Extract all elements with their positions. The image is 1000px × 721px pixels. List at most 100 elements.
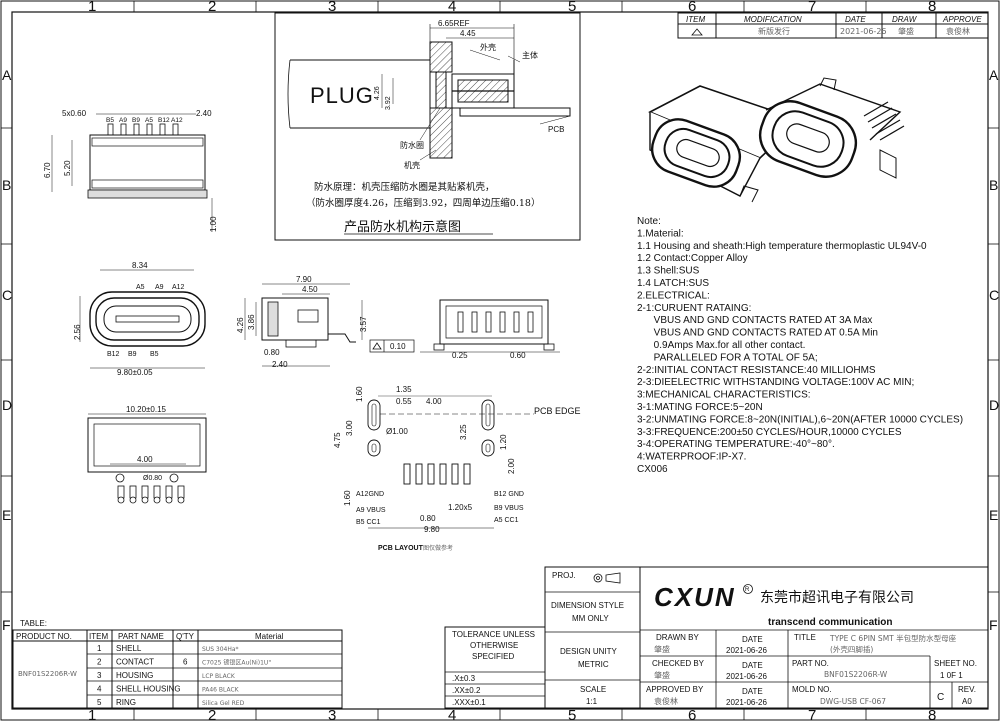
isometric-views — [648, 77, 905, 203]
front-pin — [133, 123, 140, 136]
dim-2-40-side: 2.40 — [272, 360, 288, 369]
dimension-style-label: DIMENSION STYLE — [551, 601, 624, 610]
dim-4-50: 4.50 — [302, 285, 318, 294]
bom-item: 3 — [97, 671, 102, 680]
design-unity-label: DESIGN UNITY — [560, 647, 618, 656]
col-label-3: 3 — [328, 0, 336, 15]
front-pin-label: B9 — [132, 117, 140, 124]
tolerance-3: .XXX±0.1 — [452, 698, 486, 707]
bom-product-no: BNF01S2206R-W — [18, 670, 77, 678]
dim-4-45: 4.45 — [460, 29, 476, 38]
tolerance-1: .X±0.3 — [452, 674, 476, 683]
note-line: 4:WATERPROOF:IP-X7. — [637, 452, 746, 463]
dimension-style-value: MM ONLY — [572, 614, 609, 623]
part-no-value: BNF01S2206R-W — [824, 670, 888, 679]
bom-header-item: ITEM — [89, 632, 108, 641]
company-name-cn: 东莞市超讯电子有限公司 — [760, 589, 914, 606]
col-label-4-bottom: 4 — [448, 707, 456, 721]
note-line: 3-2:UNMATING FORCE:8~20N(INITIAL),6~20N(… — [637, 414, 963, 425]
design-unity-value: METRIC — [578, 660, 609, 669]
row-label-c: C — [2, 287, 12, 303]
bom-material: C7025 镀银区Au(Ni)1U" — [202, 659, 271, 667]
pcb-dim-3-25: 3.25 — [459, 424, 468, 440]
note-line: 2-2:INITIAL CONTACT RESISTANCE:40 MILLIO… — [637, 365, 876, 376]
pcb-dim-pitch: 1.20x5 — [448, 503, 473, 512]
company-logo: CXUN — [654, 582, 736, 612]
row-label-f: F — [2, 617, 11, 633]
row-label-e: E — [2, 507, 11, 523]
col-label-2: 2 — [208, 0, 216, 15]
rear-pin — [485, 311, 492, 333]
tolerance-head-3: SPECIFIED — [472, 652, 514, 661]
company-name-en: transcend communication — [768, 617, 892, 628]
rev-header-draw: DRAW — [892, 15, 918, 24]
approved-by-label: APPROVED BY — [646, 685, 704, 694]
pcb-pad — [415, 463, 423, 485]
bom-material: LCP BLACK — [202, 673, 236, 680]
row-label-b: B — [2, 177, 11, 193]
rev-header-item: ITEM — [686, 15, 705, 24]
title-block: TOLERANCE UNLESS OTHERWISE SPECIFIED .X±… — [444, 566, 989, 709]
mold-no-label: MOLD NO. — [792, 685, 832, 694]
front-pin-label: B12 — [158, 117, 170, 124]
rear-pin — [513, 311, 520, 333]
note-line: 3:MECHANICAL CHARACTERISTICS: — [637, 390, 811, 401]
bom-material: PA46 BLACK — [202, 687, 240, 694]
flatness-value: 0.10 — [390, 342, 406, 351]
front-pin — [120, 123, 127, 136]
bottom-pin — [141, 485, 149, 499]
label-gasket: 防水圈 — [400, 140, 424, 150]
row-label-a-right: A — [989, 67, 999, 83]
mating-face-view: 8.34 A5 A9 A12 B12 B9 B5 2.56 9.80±0.05 — [73, 261, 206, 377]
note-line: 1.4 LATCH:SUS — [637, 278, 709, 289]
title-label: TITLE — [794, 633, 816, 642]
pcb-pad — [427, 463, 435, 485]
col-label-8: 8 — [928, 0, 936, 15]
note-line: 2-1:CURUENT RATAING: — [637, 303, 751, 314]
mold-no-value: DWG-USB CF-067 — [820, 697, 886, 706]
tolerance-head-1: TOLERANCE UNLESS — [452, 630, 535, 639]
rev-modification: 新版发行 — [758, 26, 790, 36]
rev-approve: 袁俊林 — [946, 26, 970, 36]
note-line: 1.2 Contact:Copper Alloy — [637, 253, 748, 264]
pin-label-a5: A5 — [136, 284, 145, 291]
pcb-pad — [403, 463, 411, 485]
pcb-dim-0-80: 0.80 — [420, 514, 436, 523]
pcb-dim-2-00: 2.00 — [507, 458, 516, 474]
dim-0-25: 0.25 — [452, 351, 468, 360]
waterproof-note-1: 防水原理：机壳压缩防水圈是其贴紧机壳， — [314, 181, 495, 193]
bottom-pin-tip — [165, 496, 173, 504]
registered-icon-letter: R — [745, 587, 750, 593]
note-line: VBUS AND GND CONTACTS RATED AT 0.5A Min — [637, 328, 878, 339]
notes-block: Note:1.Material:1.1 Housing and sheath:H… — [637, 216, 963, 475]
col-label-5: 5 — [568, 0, 576, 15]
note-line: 1.Material: — [637, 228, 684, 239]
bom-qty: 6 — [183, 658, 188, 667]
front-pin-label: A5 — [145, 117, 153, 124]
dim-4-00-bottom: 4.00 — [137, 455, 153, 464]
note-line: VBUS AND GND CONTACTS RATED AT 3A Max — [637, 315, 872, 326]
sheet-no-value: 1 0F 1 — [940, 671, 963, 680]
note-line: 0.9Amps Max.for all other contact. — [637, 340, 805, 351]
bom-header-qty: Q'TY — [176, 632, 195, 641]
checked-date-label: DATE — [742, 661, 763, 670]
drawn-date: 2021-06-26 — [726, 646, 767, 655]
dim-pitch: 5x0.60 — [62, 109, 87, 118]
col-label-3-bottom: 3 — [328, 707, 336, 721]
dim-hole-0-80: Ø0.80 — [143, 475, 162, 482]
col-label-7: 7 — [808, 0, 816, 15]
bom-part-name: HOUSING — [116, 671, 153, 680]
pcb-dim-1-60a: 1.60 — [355, 386, 364, 402]
tolerance-head-2: OTHERWISE — [470, 641, 518, 650]
dim-2-40-front: 2.40 — [196, 109, 212, 118]
pcb-dim-1-20: 1.20 — [499, 434, 508, 450]
note-line: 1.3 Shell:SUS — [637, 266, 700, 277]
bottom-pin-tip — [129, 496, 137, 504]
col-label-7-bottom: 7 — [808, 707, 816, 721]
col-label-1-bottom: 1 — [88, 707, 96, 721]
note-line: 2-3:DIEELECTRIC WITHSTANDING VOLTAGE:100… — [637, 377, 914, 388]
pcb-label-b12-gnd: B12 GND — [494, 491, 524, 498]
front-pin — [107, 123, 114, 136]
side-profile-view: 7.90 4.50 4.26 3.86 3.57 0.80 2.40 0.10 — [236, 275, 415, 369]
